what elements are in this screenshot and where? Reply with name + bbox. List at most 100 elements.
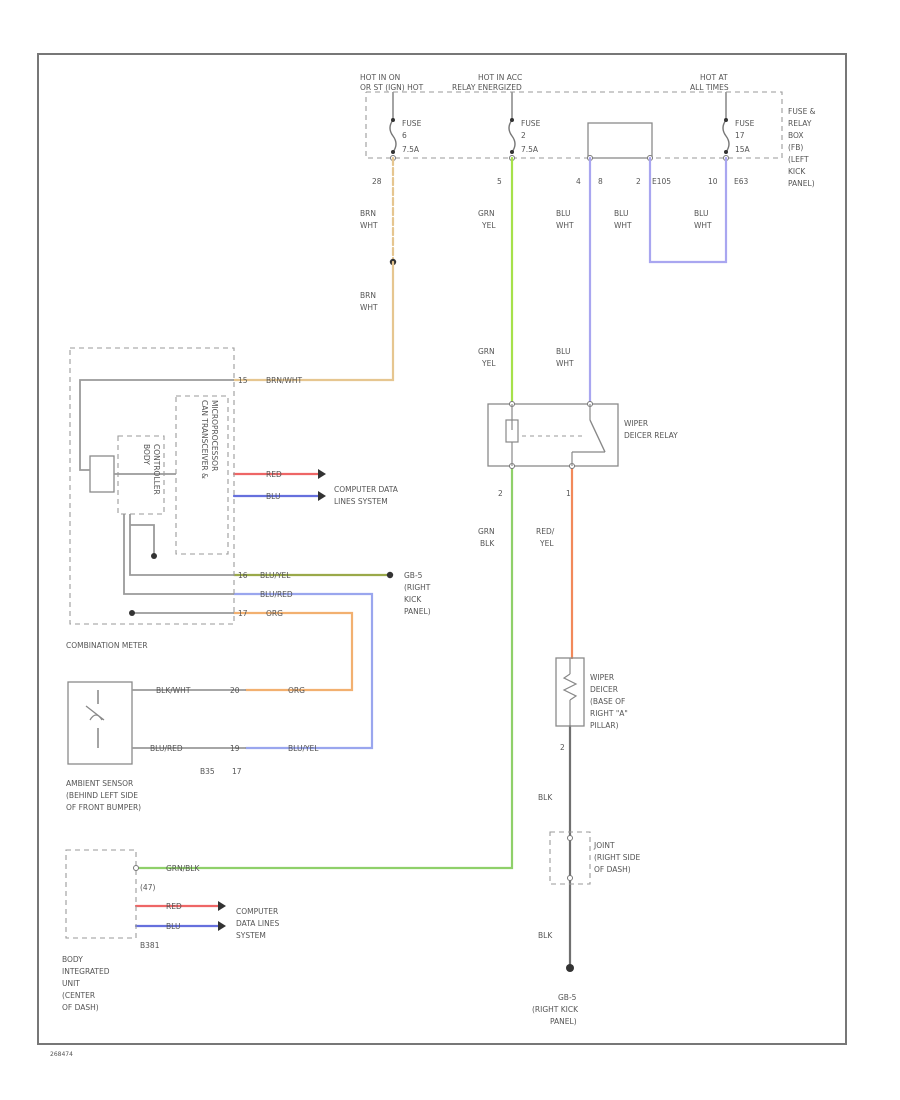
- meter-blu-label: BLU: [266, 492, 280, 501]
- hot-acc-label-2: RELAY ENERGIZED: [452, 83, 522, 92]
- gb5-ground-point: [386, 571, 394, 579]
- wiper-deicer-element: [555, 657, 585, 727]
- fuse-2-rating: 7.5A: [521, 145, 539, 154]
- wire-label-wht-5: WHT: [556, 359, 574, 368]
- deicer-label-5: PILLAR): [590, 721, 619, 730]
- gb5-label-2: (RIGHT: [404, 583, 431, 592]
- ground-label-3: PANEL): [550, 1017, 577, 1026]
- svg-text:FUSE &: FUSE &: [788, 107, 816, 116]
- amb-blu-red-label: BLU/RED: [150, 744, 183, 753]
- svg-text:(LEFT: (LEFT: [788, 155, 809, 164]
- gb5-label-4: PANEL): [404, 607, 431, 616]
- transceiver-label: CAN TRANSCEIVER &: [200, 400, 209, 479]
- pin-e63: E63: [734, 177, 749, 186]
- wire-meter-org: [232, 611, 354, 692]
- wire-label-blu-1: BLU: [556, 209, 570, 218]
- fuse-17-icon: [722, 119, 730, 153]
- transceiver-label-2: MICROPROCESSOR: [210, 400, 219, 471]
- wire-label-yel: YEL: [481, 221, 496, 230]
- wire-label-blu-4: BLU: [556, 347, 570, 356]
- fuse-box-name: FUSE & RELAY BOX (FB) (LEFT KICK PANEL): [788, 107, 816, 188]
- meter-blu-red-label: BLU/RED: [260, 590, 293, 599]
- joint-label: JOINT: [593, 841, 615, 850]
- ambient-sensor-label-2: (BEHIND LEFT SIDE: [66, 791, 138, 800]
- meter-red-label: RED: [266, 470, 282, 479]
- relay-pin-2: 2: [498, 489, 503, 498]
- fuse-17-number: 17: [735, 131, 745, 140]
- relay-label: WIPER: [624, 419, 648, 428]
- wire-blu-wht-loop: [648, 156, 728, 264]
- pin-2: 2: [636, 177, 641, 186]
- svg-text:RELAY: RELAY: [788, 119, 812, 128]
- biu-label-3: UNIT: [62, 979, 80, 988]
- combination-meter: [69, 347, 235, 625]
- body-controller-label-2: CONTROLLER: [152, 444, 161, 495]
- relay-switch-icon: [589, 419, 606, 453]
- heater-element-icon: [562, 673, 578, 701]
- fuse-relay-box: [365, 91, 783, 161]
- wire-grn-blk: [134, 464, 514, 870]
- gb5-label: GB-5: [404, 571, 423, 580]
- body-controller-label: BODY: [142, 444, 151, 465]
- amb-pin-19: 19: [230, 744, 240, 753]
- wire-label-wht-1: WHT: [556, 221, 574, 230]
- fuse-2-number: 2: [521, 131, 526, 140]
- svg-text:BOX: BOX: [788, 131, 804, 140]
- wire-label-wht-2: WHT: [614, 221, 632, 230]
- biu-label: BODY: [62, 955, 83, 964]
- hot-ign-label: HOT IN ON: [360, 73, 400, 82]
- wiper-deicer-relay: [487, 401, 619, 469]
- combination-meter-label: COMBINATION METER: [66, 641, 148, 650]
- biu-red-label: RED: [166, 902, 182, 911]
- biu-label-4: (CENTER: [62, 991, 95, 1000]
- pin-10: 10: [708, 177, 718, 186]
- wire-label-wht: WHT: [360, 221, 378, 230]
- ground-label-2: (RIGHT KICK: [532, 1005, 579, 1014]
- hot-ign-label-2: OR ST (IGN) HOT: [360, 83, 424, 92]
- arrow-blu-icon: [318, 491, 326, 501]
- wire-meter-blu-red: [232, 592, 374, 750]
- biu-pin: (47): [140, 883, 155, 892]
- pin-28: 28: [372, 177, 382, 186]
- meter-blu-yel-label: BLU/YEL: [260, 571, 291, 580]
- fuse-6-rating: 7.5A: [402, 145, 420, 154]
- wire-brn-wht-2: [232, 260, 395, 382]
- biu-label-2: INTEGRATED: [62, 967, 110, 976]
- deicer-label-3: (BASE OF: [590, 697, 625, 706]
- deicer-pin: 2: [560, 743, 565, 752]
- pin-8: 8: [598, 177, 603, 186]
- pin-5: 5: [497, 177, 502, 186]
- meter-computer-data-label-2: LINES SYSTEM: [334, 497, 388, 506]
- wire-label-brn: BRN: [360, 209, 376, 218]
- pin-4: 4: [576, 177, 581, 186]
- ambient-sensor-label: AMBIENT SENSOR: [66, 779, 133, 788]
- ground-label: GB-5: [558, 993, 577, 1002]
- body-integrated-unit: [65, 849, 139, 939]
- svg-text:PANEL): PANEL): [788, 179, 815, 188]
- biu-computer-label-3: SYSTEM: [236, 931, 266, 940]
- fuse-6-icon: [389, 119, 397, 153]
- joint-label-2: (RIGHT SIDE: [594, 853, 641, 862]
- amb-connector-code: B35: [200, 767, 215, 776]
- diagram-frame: [37, 53, 847, 1045]
- diagram-code: 268474: [50, 1051, 73, 1058]
- relay-pin-1: 1: [566, 489, 571, 498]
- wire-label-yel-3: YEL: [539, 539, 554, 548]
- thermistor-icon: [85, 705, 105, 721]
- meter-pin-15: 15: [238, 376, 248, 385]
- relay-label-2: DEICER RELAY: [624, 431, 678, 440]
- wire-label-grn-3: GRN: [478, 527, 495, 536]
- blk-label-2: BLK: [538, 931, 553, 940]
- biu-computer-label: COMPUTER: [236, 907, 278, 916]
- amb-org-label: ORG: [288, 686, 305, 695]
- meter-pin-17: 17: [238, 609, 248, 618]
- wire-label-blk: BLK: [480, 539, 495, 548]
- fuse-2-label: FUSE: [521, 119, 541, 128]
- arrow-biu-blu-icon: [218, 921, 226, 931]
- ground-point: [566, 964, 574, 972]
- meter-computer-data-label: COMPUTER DATA: [334, 485, 399, 494]
- fuse-17-label: FUSE: [735, 119, 755, 128]
- arrow-red-icon: [318, 469, 326, 479]
- biu-grn-blk-label: GRN/BLK: [166, 864, 200, 873]
- biu-label-5: OF DASH): [62, 1003, 99, 1012]
